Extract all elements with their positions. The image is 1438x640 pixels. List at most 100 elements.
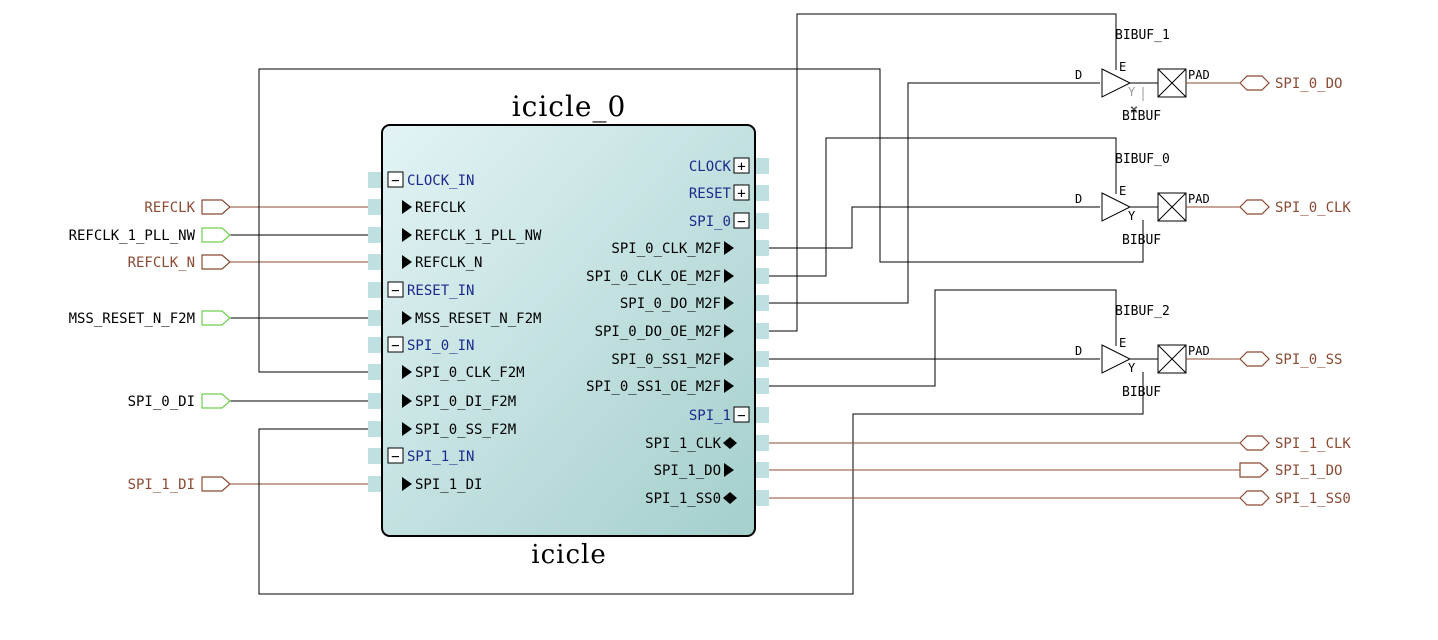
pin-refclk[interactable]: REFCLK [415,200,466,216]
bibuf-buffers: BIBUF_1DEYPAD×BIBUFBIBUF_0DEYPADBIBUFBIB… [1075,28,1240,400]
output-pin-arrow-icon [724,324,734,338]
input-pin-arrow-icon [402,311,412,325]
input-port-refclk[interactable] [201,199,231,215]
pin-spi-0-ss1-oe-m2f[interactable]: SPI_0_SS1_OE_M2F [586,379,721,395]
input-port-mss-reset-n-f2m[interactable] [201,310,231,326]
pin-spi-0-ss1-m2f[interactable]: SPI_0_SS1_M2F [611,352,721,368]
input-port-spi-0-di[interactable] [201,393,231,409]
input-pin-arrow-icon [402,394,412,408]
pin-stub [755,295,769,311]
input-port-spi-1-di[interactable] [201,476,231,492]
net-spi0-ss1-oe-m2f[interactable] [755,289,1117,387]
input-port-label: REFCLK_1_PLL_NW [69,228,196,244]
collapse-toggle-clock[interactable] [733,157,750,174]
bidir-pin-diamond-icon [723,437,737,449]
pin-group-spi-1-in: SPI_1_IN [407,449,474,465]
net-spi0-ss-f2m[interactable] [258,372,1144,595]
buffer-triangle-icon [1101,344,1132,374]
input-pin-arrow-icon [402,422,412,436]
pin-spi-0-do-oe-m2f[interactable]: SPI_0_DO_OE_M2F [595,324,721,340]
pin-stub [755,213,769,229]
collapse-toggle-clock-in[interactable] [387,171,404,188]
nets [230,13,1240,595]
collapse-toggle-spi-0[interactable] [733,212,750,229]
pin-group-reset: RESET [689,186,732,202]
pin-mss-reset-n-f2m[interactable]: MSS_RESET_N_F2M [415,311,541,327]
bibuf-pin-e: E [1119,184,1126,198]
bibuf-type-name: BIBUF [1122,385,1161,400]
bibuf-pin-y: Y [1128,85,1136,99]
output-port-spi-0-do[interactable] [1239,75,1270,91]
pin-spi-0-do-m2f[interactable]: SPI_0_DO_M2F [620,296,721,312]
toggle-glyph: − [391,338,399,354]
toggle-glyph: − [391,449,399,465]
bibuf-pin-d: D [1075,344,1082,358]
pin-stub [755,435,769,451]
bibuf-instance-name: BIBUF_0 [1115,152,1170,167]
output-port-spi-1-clk[interactable] [1239,435,1270,451]
bibuf-type-name: BIBUF [1122,109,1161,124]
pin-spi-0-clk-m2f[interactable]: SPI_0_CLK_M2F [611,241,721,257]
input-pin-arrow-icon [402,255,412,269]
output-pin-arrow-icon [724,269,734,283]
pin-stub [755,158,769,174]
collapse-toggle-spi-1-in[interactable] [387,447,404,464]
output-port-spi-1-ss0[interactable] [1239,490,1270,506]
pin-group-spi-0: SPI_0 [689,214,731,230]
block-body[interactable] [381,124,756,537]
output-port-spi-0-ss[interactable] [1239,351,1270,367]
net-spi0-do-oe-m2f[interactable] [755,13,1117,332]
pin-spi-1-ss0[interactable]: SPI_1_SS0 [645,491,721,507]
output-ports: SPI_0_DOSPI_0_CLKSPI_0_SSSPI_1_CLKSPI_1_… [1239,75,1351,507]
collapse-toggle-reset[interactable] [733,184,750,201]
pin-spi-0-clk-oe-m2f[interactable]: SPI_0_CLK_OE_M2F [586,269,721,285]
collapse-toggle-spi-0-in[interactable] [387,336,404,353]
pin-group-reset-in: RESET_IN [407,283,474,299]
net-spi0-do-m2f[interactable] [755,82,1100,304]
pin-stub [368,421,382,437]
pin-group-spi-0-in: SPI_0_IN [407,338,474,354]
net-spi0-clk-oe-m2f[interactable] [755,137,1117,277]
pin-refclk-1-pll-nw[interactable]: REFCLK_1_PLL_NW [415,228,542,244]
collapse-toggle-reset-in[interactable] [387,281,404,298]
pin-spi-0-ss-f2m[interactable]: SPI_0_SS_F2M [415,422,516,438]
toggle-glyph: − [391,173,399,189]
net-spi0-clk-m2f[interactable] [755,206,1100,249]
output-port-label: SPI_0_CLK [1275,200,1351,216]
pin-stub [368,364,382,380]
collapse-toggle-spi-1[interactable] [733,406,750,423]
bibuf-pin-y: Y [1128,209,1136,223]
bibuf-pin-y: Y [1128,361,1136,375]
toggle-glyph: + [737,159,745,175]
input-pin-arrow-icon [402,365,412,379]
output-port-label: SPI_1_CLK [1275,436,1351,452]
pin-spi-1-do[interactable]: SPI_1_DO [654,463,721,479]
pin-stub [755,240,769,256]
block-instance-name: icicle_0 [512,90,627,123]
bibuf-instance-name: BIBUF_2 [1115,304,1170,319]
net-spi0-clk-f2m[interactable] [258,68,1144,373]
pin-stub [368,476,382,492]
output-port-spi-0-clk[interactable] [1239,199,1270,215]
bibuf-type-name: BIBUF [1122,233,1161,248]
output-port-spi-1-do[interactable] [1239,462,1269,478]
pin-spi-1-di[interactable]: SPI_1_DI [415,477,482,493]
icicle-block[interactable]: icicle_0 −CLOCK_INREFCLKREFCLK_1_PLL_NWR… [368,90,769,570]
output-port-label: SPI_1_SS0 [1275,491,1351,507]
input-port-label: REFCLK_N [128,255,195,271]
input-port-refclk-1-pll-nw[interactable] [201,227,231,243]
pin-refclk-n[interactable]: REFCLK_N [415,255,482,271]
pin-stub [368,310,382,326]
pin-spi-0-clk-f2m[interactable]: SPI_0_CLK_F2M [415,365,525,381]
pin-spi-0-di-f2m[interactable]: SPI_0_DI_F2M [415,394,516,410]
toggle-glyph: − [737,214,745,230]
bibuf-pin-d: D [1075,68,1082,82]
pin-spi-1-clk[interactable]: SPI_1_CLK [645,436,721,452]
pin-stub [755,490,769,506]
input-port-refclk-n[interactable] [201,254,231,270]
pin-stub [368,337,382,353]
